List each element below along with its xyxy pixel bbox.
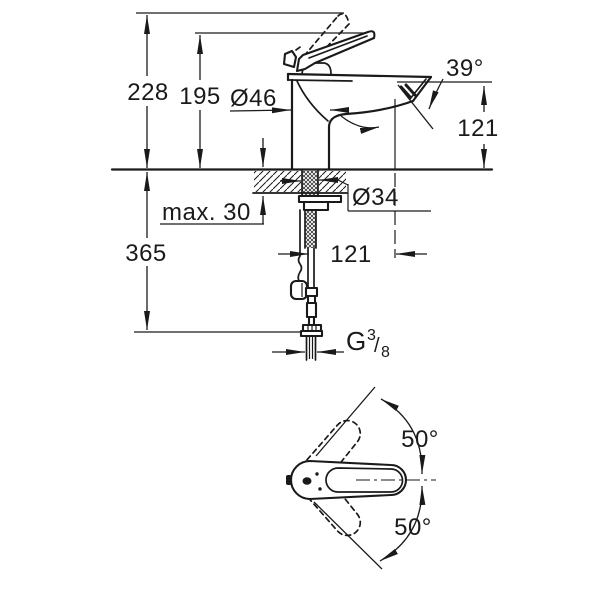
aerator-slot-1 <box>399 85 412 99</box>
aerator-slot-2 <box>404 83 417 97</box>
spout-underside <box>327 99 415 171</box>
hose-connector-3 <box>305 301 318 319</box>
neck-curve <box>296 80 329 122</box>
install-depth-label: 365 <box>125 240 167 267</box>
dimension-shank-diameter: Ø34 <box>280 177 431 212</box>
lever-height-label: 195 <box>179 83 221 110</box>
lever-pivot-tab <box>282 49 298 69</box>
cartridge-mark <box>302 477 312 485</box>
mounting-nut <box>302 200 330 212</box>
hose-nut-flange <box>299 329 324 338</box>
top-view: 50° 50° <box>286 386 439 570</box>
lever-edge-line <box>308 35 368 59</box>
spout-nose-mark <box>286 475 292 485</box>
lever-dot-2 <box>318 487 322 491</box>
dimension-body-diameter: Ø46 <box>229 85 349 114</box>
pop-up-rod <box>289 209 309 301</box>
spout-top-line <box>286 72 433 79</box>
rod-knob <box>289 279 309 301</box>
thread-prefix: G <box>346 326 367 356</box>
angle-arc-arrow <box>428 78 444 110</box>
swivel-arc-lower <box>379 485 426 562</box>
hose-connector-1 <box>304 286 319 298</box>
thread-slash: / <box>374 335 380 357</box>
stream-angle-label: 39° <box>446 55 484 82</box>
dimension-spout-reach: 121 <box>278 241 427 268</box>
side-view: 228 195 365 max. 30 Ø46 <box>110 12 499 361</box>
dimension-lever-height: 195 <box>179 35 221 168</box>
plate-bottom-line <box>288 79 353 82</box>
spout-height-label: 121 <box>457 115 499 142</box>
flow-curve-arrow <box>340 115 380 134</box>
dimension-spout-height: 121 <box>457 86 499 168</box>
dimension-total-height: 228 <box>127 15 169 168</box>
thread-denominator: 8 <box>381 344 390 361</box>
lever-swiveled-up-dashed <box>306 419 362 479</box>
body-diameter-label: Ø46 <box>230 85 277 112</box>
dimension-deck-thickness: max. 30 <box>160 138 266 226</box>
dimension-thread: G 3 / 8 <box>272 319 390 361</box>
thread-numerator: 3 <box>367 327 376 344</box>
threaded-shank <box>302 171 318 196</box>
hose-connector-4 <box>307 315 316 327</box>
swivel-lower-label: 50° <box>394 514 432 541</box>
supply-hose <box>299 247 324 361</box>
dimension-install-depth: 365 <box>125 172 303 333</box>
lever-dot-1 <box>315 472 319 476</box>
total-height-label: 228 <box>127 79 169 106</box>
deck-thickness-label: max. 30 <box>162 199 251 226</box>
deck-hatch-left <box>254 171 301 192</box>
swivel-arc-upper <box>380 398 426 475</box>
thread-label: G 3 / 8 <box>346 319 390 361</box>
lever-raised-dashed-outline <box>295 12 350 61</box>
braided-hose <box>305 210 316 248</box>
shank-diameter-label: Ø34 <box>352 184 399 211</box>
spout-tip-inner <box>409 78 427 100</box>
lever-swiveled-down-dashed <box>306 477 362 537</box>
rod-chain <box>297 255 303 282</box>
faucet-body <box>282 12 433 171</box>
spout-reach-label: 121 <box>330 241 372 268</box>
swivel-upper-label: 50° <box>401 426 439 453</box>
mounting-assembly <box>297 170 343 249</box>
spout-tip-edge <box>411 75 433 103</box>
